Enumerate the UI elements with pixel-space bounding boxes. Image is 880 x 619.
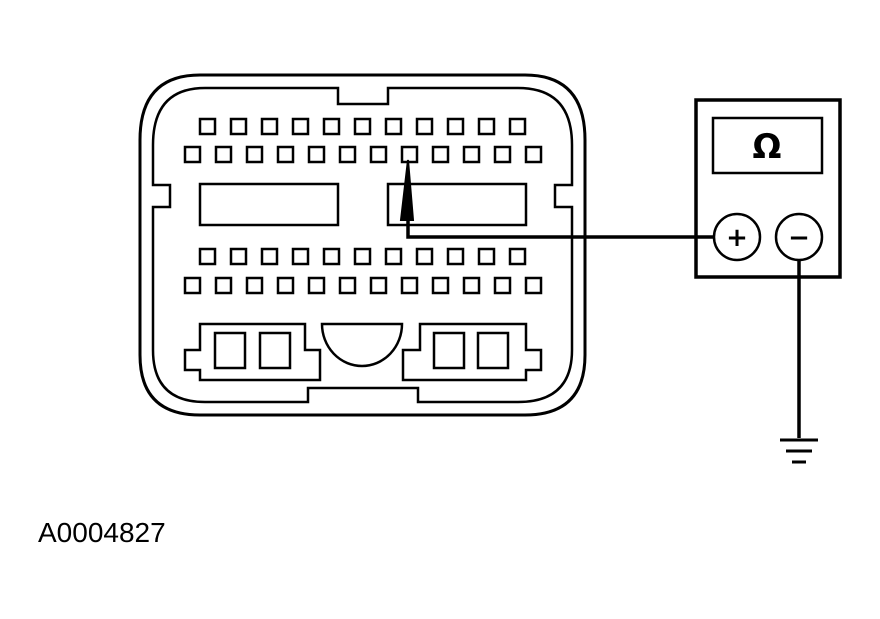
power-terminal-block-right <box>401 322 543 382</box>
pin-cavity <box>493 145 512 164</box>
pin-cavity <box>415 247 434 266</box>
pin-row-1 <box>198 117 527 136</box>
negative-terminal-label: − <box>788 223 810 253</box>
pin-cavity <box>322 247 341 266</box>
pin-cavity <box>260 247 279 266</box>
meter-display <box>711 116 824 175</box>
pin-cavity <box>229 247 248 266</box>
pin-cavity <box>338 145 357 164</box>
pin-cavity <box>524 276 543 295</box>
meter-display-symbol: Ω <box>753 127 782 167</box>
pin-cavity <box>214 145 233 164</box>
pin-cavity <box>307 145 326 164</box>
pin-row-3 <box>198 247 527 266</box>
pin-cavity-tested <box>400 145 419 164</box>
connector-outer-shell <box>138 73 587 417</box>
pin-cavity <box>198 117 217 136</box>
polarizing-key <box>320 322 404 368</box>
pin-cavity <box>493 276 512 295</box>
pin-row-2 <box>183 145 543 164</box>
connector-slots <box>198 182 528 227</box>
ground-symbol-icon <box>780 438 818 464</box>
pin-cavity <box>477 247 496 266</box>
pin-cavity <box>353 117 372 136</box>
slot-right <box>386 182 528 227</box>
pin-cavity <box>214 276 233 295</box>
pin-cavity <box>384 247 403 266</box>
power-terminal <box>258 331 292 370</box>
pin-cavity <box>260 117 279 136</box>
pin-cavity <box>183 276 202 295</box>
pin-cavity <box>524 145 543 164</box>
pin-cavity <box>229 117 248 136</box>
pin-cavity <box>508 247 527 266</box>
pin-cavity <box>462 145 481 164</box>
connector-inner-shell <box>151 86 574 404</box>
pin-cavity <box>400 276 419 295</box>
power-terminal-block-left <box>183 322 322 382</box>
power-terminal <box>213 331 247 370</box>
pin-cavity <box>276 276 295 295</box>
connector <box>138 73 587 417</box>
pin-row-4 <box>183 276 543 295</box>
pin-cavity <box>446 247 465 266</box>
figure-id: A0004827 <box>38 517 166 548</box>
pin-cavity <box>415 117 434 136</box>
positive-terminal-label: + <box>726 223 748 253</box>
power-terminal <box>476 331 510 370</box>
pin-cavity <box>477 117 496 136</box>
pin-cavity <box>431 276 450 295</box>
pin-cavity <box>291 117 310 136</box>
pin-cavity <box>446 117 465 136</box>
pin-cavity <box>198 247 217 266</box>
pin-cavity <box>338 276 357 295</box>
probe-lead-wire <box>406 220 714 239</box>
positive-terminal <box>712 212 762 262</box>
power-terminal <box>432 331 466 370</box>
pin-cavity <box>291 247 310 266</box>
terminal-housing <box>183 322 322 382</box>
pin-cavity <box>245 145 264 164</box>
pin-cavity <box>183 145 202 164</box>
pin-cavity <box>369 276 388 295</box>
ohmmeter: Ω + − <box>694 98 842 279</box>
pin-cavity <box>462 276 481 295</box>
pin-cavity <box>307 276 326 295</box>
pin-cavity <box>245 276 264 295</box>
slot-left <box>198 182 340 227</box>
terminal-housing <box>401 322 543 382</box>
pin-cavity <box>508 117 527 136</box>
pin-cavity <box>276 145 295 164</box>
pin-cavity <box>369 145 388 164</box>
pin-cavity <box>384 117 403 136</box>
meter-body <box>694 98 842 279</box>
pin-cavity <box>431 145 450 164</box>
pin-cavity <box>322 117 341 136</box>
pin-cavity <box>353 247 372 266</box>
